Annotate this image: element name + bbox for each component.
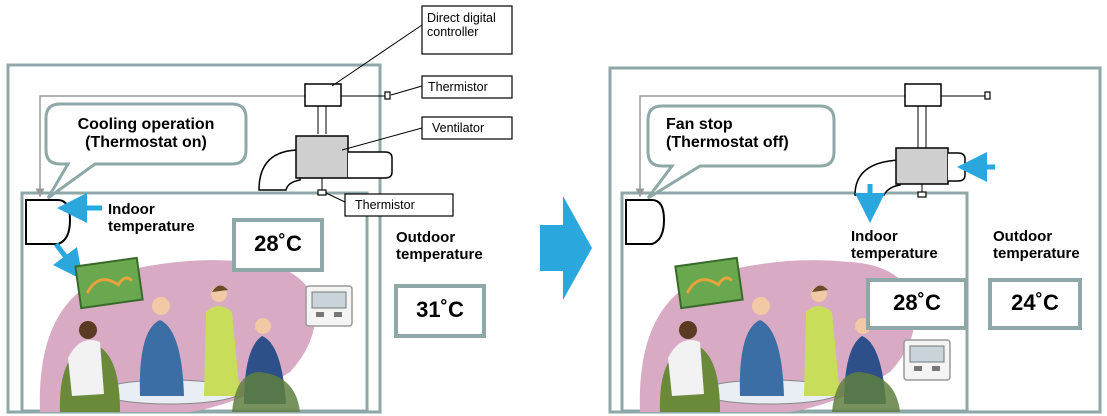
left-callout-bubble (44, 102, 248, 200)
thermistor-top-label-text: Thermistor (428, 80, 488, 94)
right-outdoor-label-line-2: temperature (993, 244, 1080, 262)
right-indoor-temp-value: 28˚C (870, 290, 964, 316)
left-outdoor-temp-box (394, 284, 486, 338)
left-indoor-label: Indoor temperature (108, 201, 195, 236)
right-outdoor-label: Outdoor temperature (993, 228, 1080, 263)
right-meeting-illustration (639, 256, 916, 412)
left-callout-line-2: (Thermostat on) (85, 133, 207, 151)
right-panel (608, 66, 1102, 414)
left-control-wire (35, 95, 305, 198)
left-airflow-arrow-out (53, 242, 83, 280)
left-outdoor-label: Outdoor temperature (396, 229, 483, 264)
left-thermistor-top (384, 91, 391, 100)
right-remote-controller (903, 339, 951, 381)
right-outdoor-temp-text: 24˚C (1011, 290, 1059, 315)
ventilator-label-box (421, 116, 513, 140)
thermistor-top-label-box (421, 75, 513, 99)
left-indoor-temp-box (232, 218, 324, 272)
right-indoor-unit (625, 199, 666, 245)
left-callout-line-1: Cooling operation (77, 116, 215, 133)
left-controller-box (304, 83, 342, 107)
left-ventilator (258, 135, 393, 196)
right-indoor-label-line-1: Indoor (851, 228, 898, 245)
right-ventilator (854, 147, 966, 198)
right-callout-line-2: (Thermostat off) (666, 133, 789, 151)
left-indoor-label-line-1: Indoor (108, 201, 155, 218)
right-thermistor-top (984, 91, 991, 100)
right-callout-text: Fan stop (Thermostat off) (650, 116, 796, 152)
right-indoor-label-line-2: temperature (851, 244, 938, 262)
right-outdoor-temp-value: 24˚C (992, 290, 1078, 316)
right-thermistor-duct (917, 191, 927, 198)
left-outdoor-label-line-2: temperature (396, 245, 483, 263)
left-indoor-unit (25, 199, 72, 245)
left-outdoor-temp-text: 31˚C (416, 297, 464, 322)
left-panel (6, 5, 513, 414)
right-controller-box (904, 83, 942, 107)
ventilator-label-text: Ventilator (432, 121, 485, 135)
right-control-wire (635, 95, 905, 198)
thermistor-bottom-label-box (344, 193, 454, 217)
right-indoor-temp-text: 28˚C (893, 290, 941, 315)
right-outdoor-label-line-1: Outdoor (993, 228, 1053, 245)
transition-arrow (540, 196, 592, 300)
left-indoor-label-line-2: temperature (108, 217, 195, 235)
thermistor-top-label: Thermistor (428, 80, 488, 94)
left-remote-controller (305, 285, 353, 327)
left-meeting-illustration (39, 256, 316, 412)
left-thermistor-duct (317, 189, 327, 196)
controller-label-box (421, 5, 513, 55)
left-outdoor-label-line-1: Outdoor (396, 229, 456, 246)
left-outdoor-temp-value: 31˚C (398, 297, 482, 323)
left-indoor-temp-text: 28˚C (254, 231, 302, 256)
thermistor-bottom-label-text: Thermistor (355, 198, 415, 212)
right-indoor-label: Indoor temperature (851, 228, 938, 263)
ventilator-label: Ventilator (432, 121, 484, 135)
controller-label-text: Direct digital controller (427, 11, 496, 39)
left-indoor-temp-value: 28˚C (236, 231, 320, 257)
thermistor-bottom-label: Thermistor (355, 198, 415, 212)
controller-label: Direct digital controller (427, 11, 511, 39)
right-indoor-temp-box (866, 278, 968, 330)
left-callout-text: Cooling operation (Thermostat on) (48, 116, 244, 152)
right-callout-line-1: Fan stop (666, 116, 733, 133)
right-outdoor-temp-box (988, 278, 1082, 330)
right-callout-bubble (646, 104, 836, 200)
